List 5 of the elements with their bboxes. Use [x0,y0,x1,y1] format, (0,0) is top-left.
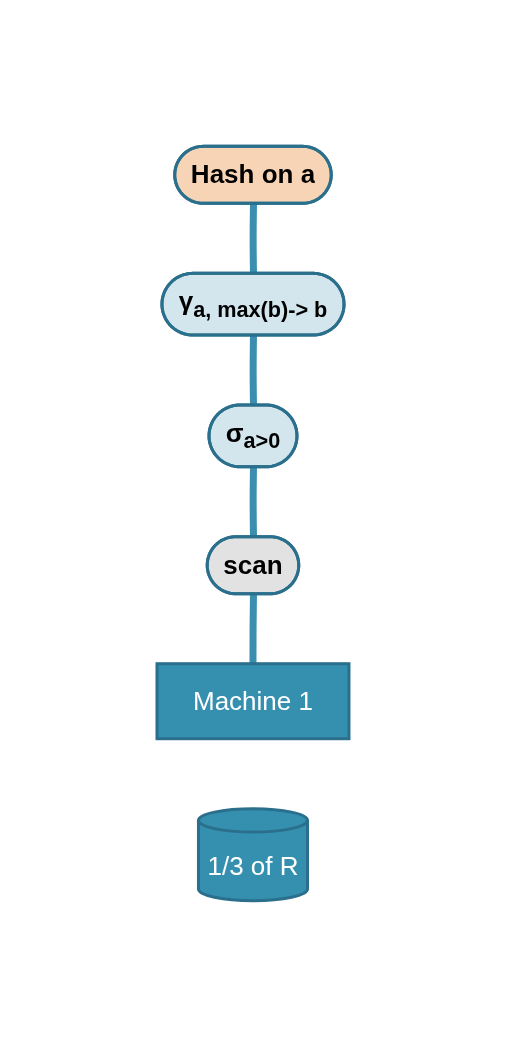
connector [249,335,257,406]
connector [249,467,257,538]
connector [249,203,257,274]
connector [249,594,257,664]
node-box: Machine 1 [155,662,351,741]
